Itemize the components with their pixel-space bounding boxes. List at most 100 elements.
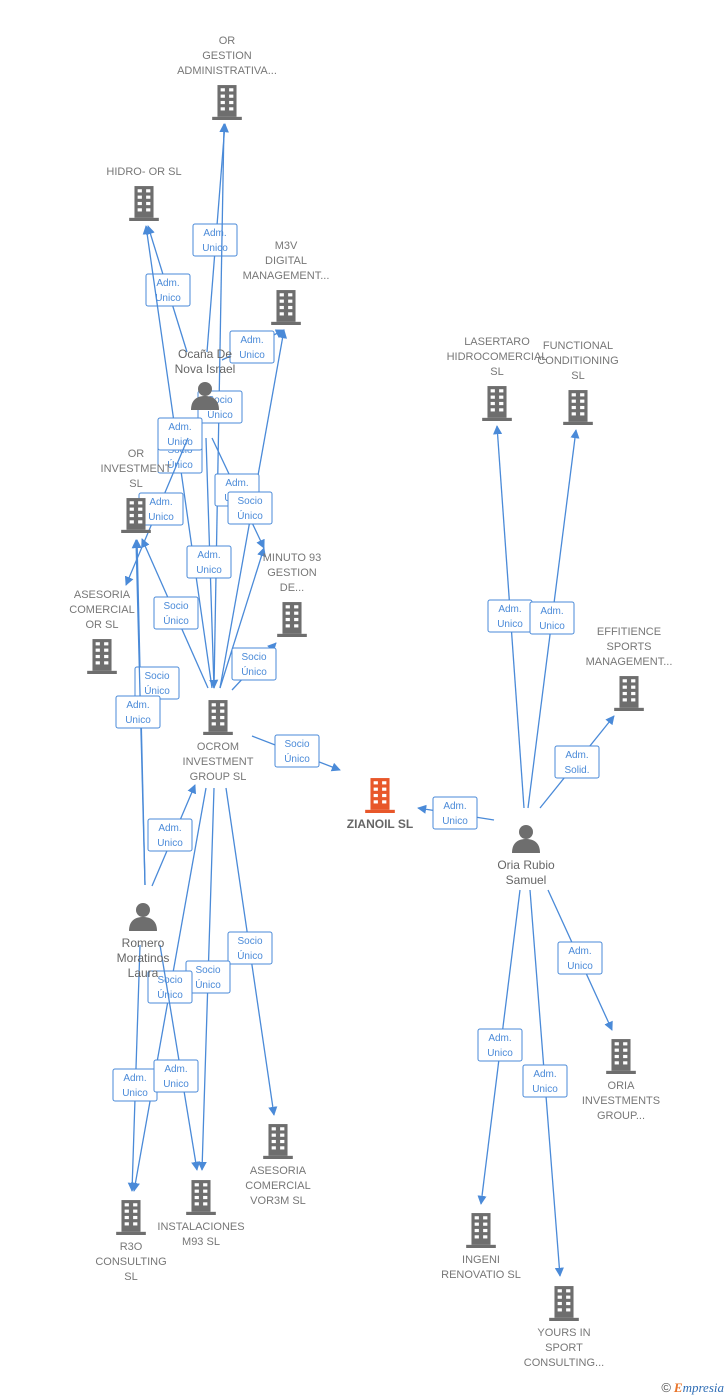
edge-role-label[interactable]: Adm.Unico xyxy=(112,1068,158,1102)
edge-role-label[interactable]: Adm.Unico xyxy=(557,941,603,975)
edge-label-line: Unico xyxy=(539,621,565,632)
edge-label-box xyxy=(529,601,575,635)
node-minuto93[interactable]: MINUTO 93GESTIONDE... xyxy=(263,552,321,637)
edge-role-label[interactable]: Adm.Unico xyxy=(487,599,533,633)
node-label-line: INVESTMENT xyxy=(101,463,172,475)
edge-role-label[interactable]: Adm.Unico xyxy=(522,1064,568,1098)
node-hidro_or[interactable]: HIDRO- OR SL xyxy=(106,166,182,221)
edge-label-line: Unico xyxy=(487,1048,513,1059)
node-oria_inv[interactable]: ORIAINVESTMENTSGROUP... xyxy=(582,1039,660,1122)
edge-role-label[interactable]: Adm. Unico xyxy=(477,1028,523,1062)
edge-role-label[interactable]: Adm. Unico xyxy=(229,330,275,364)
edge-role-label[interactable]: Adm.Unico xyxy=(186,545,232,579)
edge-oria-to-yours: Adm.Unico xyxy=(522,889,568,1277)
node-ingeni[interactable]: INGENI RENOVATIO SL xyxy=(441,1213,521,1281)
edge-label-line: Adm. xyxy=(225,478,248,489)
node-label-line: INGENI xyxy=(462,1254,500,1266)
node-label-line: ADMINISTRATIVA... xyxy=(177,65,277,77)
edge-role-label[interactable]: Adm.Unico xyxy=(157,417,203,451)
node-yours[interactable]: YOURS INSPORTCONSULTING... xyxy=(524,1286,604,1369)
main-company-icon xyxy=(365,778,395,813)
edge-role-label[interactable]: Adm.Unico xyxy=(153,1059,199,1093)
edge-label-line: Adm. xyxy=(149,497,172,508)
edge-label-line: Unico xyxy=(125,715,151,726)
edge-label-line: Adm. xyxy=(488,1033,511,1044)
edge-role-label[interactable]: Adm.Unico xyxy=(145,273,191,307)
node-label-line: ORIA xyxy=(608,1080,636,1092)
edge-role-label[interactable]: Adm.Solid. xyxy=(554,745,600,779)
node-label-line: FUNCTIONAL xyxy=(543,340,613,352)
edge-oria-to-lasertaro: Adm.Unico xyxy=(487,425,533,809)
node-label-line: SL xyxy=(129,478,142,490)
edge-label-line: Adm. xyxy=(168,422,191,433)
edge-romero-to-ocrom: Adm.Unico xyxy=(147,784,196,887)
edge-oria-to-effitience: Adm.Solid. xyxy=(539,715,615,809)
edge-ocana-to-m3v: Adm. Unico xyxy=(221,329,285,364)
edge-romero-to-r3o: Adm.Unico xyxy=(112,944,158,1192)
person-icon xyxy=(129,903,157,931)
edge-label-line: Único xyxy=(144,684,170,697)
node-m3v[interactable]: M3VDIGITALMANAGEMENT... xyxy=(243,240,330,325)
edge-label-line: Adm. xyxy=(533,1069,556,1080)
edge-role-label[interactable]: Adm.Unico xyxy=(138,492,184,526)
edge-label-box xyxy=(153,596,199,630)
node-label-line: RENOVATIO SL xyxy=(441,1269,521,1281)
edge-label-line: Unico xyxy=(163,1079,189,1090)
node-label-line: Laura xyxy=(128,966,159,980)
edge-role-label[interactable]: Adm.Unico xyxy=(147,818,193,852)
edge-label-box xyxy=(227,931,273,965)
edge-label-box xyxy=(432,796,478,830)
edge-label-box xyxy=(229,330,275,364)
edge-ocana-to-or_gestion: Adm.Unico xyxy=(192,123,238,353)
edge-label-line: Socio xyxy=(237,496,262,507)
node-label-line: HIDRO- OR SL xyxy=(106,166,181,178)
building-icon xyxy=(203,700,233,735)
edge-label-box xyxy=(153,1059,199,1093)
node-label-line: CONSULTING xyxy=(95,1256,166,1268)
edge-label-line: Socio xyxy=(284,739,309,750)
node-zianoil[interactable]: ZIANOIL SL xyxy=(347,778,413,831)
edge-label-line: Unico xyxy=(239,350,265,361)
node-label-line: R3O xyxy=(120,1241,143,1253)
node-label-line: Oria Rubio xyxy=(497,858,555,872)
node-label-line: MANAGEMENT... xyxy=(586,656,673,668)
node-label-line: INVESTMENT xyxy=(183,756,254,768)
edge-label-box xyxy=(186,545,232,579)
edge-ocana-to-ocrom: Adm.Unico xyxy=(186,437,232,689)
node-effitience[interactable]: EFFITIENCESPORTSMANAGEMENT... xyxy=(586,626,673,711)
edge-label-line: Adm. xyxy=(240,335,263,346)
node-label-line: GESTION xyxy=(202,50,252,62)
edge-oria-to-functional: Adm.Unico xyxy=(527,429,580,809)
edge-role-label[interactable]: Adm.Unico xyxy=(432,796,478,830)
building-icon xyxy=(277,602,307,637)
edge-role-label[interactable]: Adm.Unico xyxy=(115,695,161,729)
edge-role-label[interactable]: Adm.Unico xyxy=(529,601,575,635)
copyright-symbol: © xyxy=(661,1380,671,1395)
edge-label-line: Unico xyxy=(122,1088,148,1099)
edge-role-label[interactable]: Adm.Unico xyxy=(192,223,238,257)
node-label-line: CONDITIONING xyxy=(537,355,618,367)
node-or_gestion[interactable]: ORGESTIONADMINISTRATIVA... xyxy=(177,35,277,120)
